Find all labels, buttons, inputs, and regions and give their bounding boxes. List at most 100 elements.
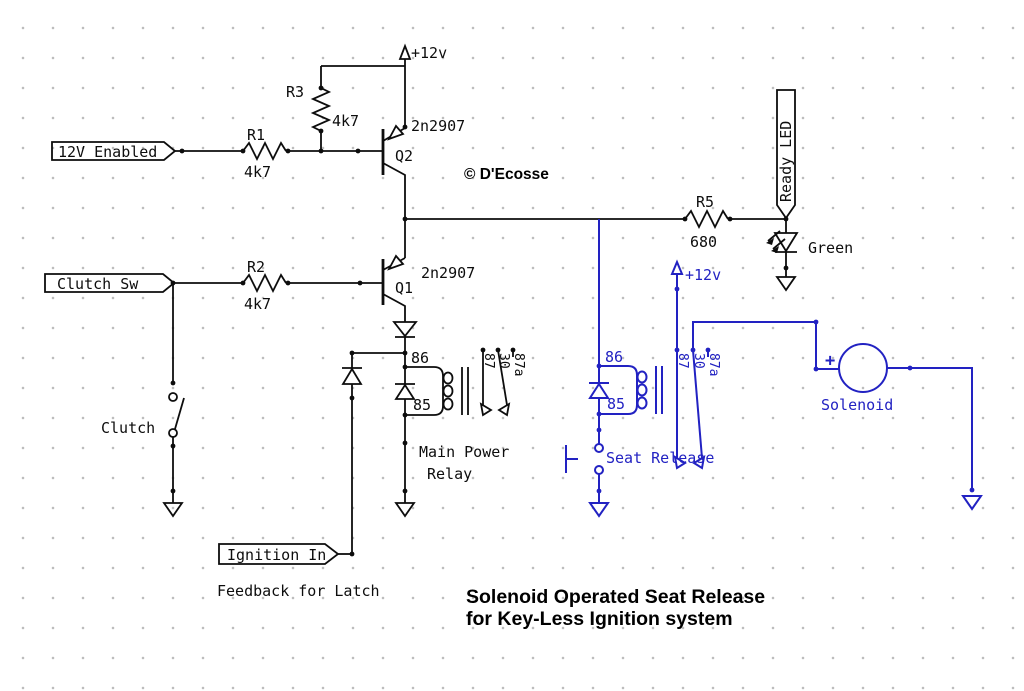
series-diode: [392, 321, 418, 353]
copyright-text: © D'Ecosse: [464, 166, 549, 183]
diode-triangle-icon: [392, 321, 418, 338]
flyback-diode-icon: [588, 382, 610, 399]
resistor-r1: R1 4k7: [175, 126, 383, 181]
coil-loop: [442, 384, 454, 398]
relay-main-label1: Main Power: [419, 443, 509, 461]
r1-value: 4k7: [244, 163, 271, 181]
title-line1: Solenoid Operated Seat Release: [466, 586, 765, 608]
solenoid-branch: + Solenoid: [692, 321, 983, 511]
contact-blade: [497, 349, 508, 406]
coil-loop: [636, 383, 648, 397]
transistor-q2: 2n2907 Q2: [381, 117, 465, 219]
solenoid-plus-sign: +: [825, 351, 835, 371]
power-12v-main: +12v: [321, 43, 447, 127]
q1-part: 2n2907: [421, 264, 475, 282]
q2-name: Q2: [395, 147, 413, 165]
r5-name: R5: [696, 193, 714, 211]
solenoid-label: Solenoid: [821, 396, 893, 414]
flag-12v-enabled-label: 12V Enabled: [58, 143, 157, 161]
resistor-r5: R5 680: [684, 193, 786, 251]
coil-loop: [442, 371, 454, 385]
transistor-q1: 2n2907 Q1: [381, 219, 475, 322]
coil-loop: [636, 370, 648, 384]
contact-arrow-icon: [479, 402, 493, 417]
ground-icon: [775, 276, 797, 292]
power-12v-seat: +12v: [670, 259, 721, 350]
flag-ready-led: Ready LED: [776, 89, 796, 220]
flag-outline: [218, 543, 340, 565]
relay-seat-pin86: 86: [605, 348, 623, 366]
diode-triangle-icon: [341, 367, 363, 385]
switch-contact: [168, 392, 178, 402]
junction-dots-black: [170, 85, 789, 557]
supply-label: +12v: [685, 266, 721, 284]
title-line2: for Key-Less Ignition system: [466, 608, 733, 630]
switch-blade: [174, 397, 185, 430]
relay-seat: 86 85 87 30 87a: [588, 348, 721, 470]
feedback-note: Feedback for Latch: [217, 582, 380, 600]
flag-outline: [44, 273, 176, 293]
led-emission-arrow-icon: [766, 238, 774, 245]
ground-icon: [961, 495, 983, 511]
coil-loop: [636, 396, 648, 410]
relay-main-label2: Relay: [427, 465, 472, 483]
seat-release-label: Seat Release: [606, 449, 714, 467]
led-emission-arrow-icon: [771, 246, 779, 253]
relay-seat-pin87: 87: [675, 353, 690, 369]
junction-dots-blue: [596, 286, 975, 494]
r5-value: 680: [690, 233, 717, 251]
switch-contact: [168, 428, 178, 438]
flag-clutch-sw-label: Clutch Sw: [57, 275, 139, 293]
q2-part: 2n2907: [411, 117, 465, 135]
flag-outline: [51, 141, 177, 161]
switch-contact: [594, 465, 604, 475]
led-green: Green: [766, 218, 853, 292]
resistor-r2: R2 4k7: [174, 258, 383, 313]
contact-arrow-icon: [673, 455, 687, 470]
coil-loop: [442, 397, 454, 411]
contact-arrow-icon: [497, 402, 511, 417]
relay-main: 86 85 87 30 87a Main Power Relay: [394, 349, 526, 518]
relay-seat-pin30: 30: [691, 353, 706, 369]
flag-outline: [776, 89, 796, 220]
seat-release-circuit: 86 85 87 30 87a +12v Seat Release: [565, 219, 983, 518]
relay-seat-pin87a: 87a: [706, 353, 721, 376]
flag-ignition-in: Ignition In: [218, 543, 352, 565]
seat-release-button: Seat Release: [565, 414, 714, 518]
contact-blade: [692, 349, 703, 459]
ground-icon: [394, 502, 416, 518]
flag-ignition-in-label: Ignition In: [227, 546, 326, 564]
feedback-diode: [341, 352, 405, 554]
r3-value: 4k7: [332, 112, 359, 130]
resistor-r3: R3 4k7: [286, 66, 359, 151]
relay-main-pin87: 87: [481, 353, 496, 369]
solenoid-symbol: [838, 343, 888, 393]
r2-value: 4k7: [244, 295, 271, 313]
q1-name: Q1: [395, 279, 413, 297]
relay-main-pin30: 30: [496, 353, 511, 369]
led-color-label: Green: [808, 239, 853, 257]
r2-name: R2: [247, 258, 265, 276]
r3-name: R3: [286, 83, 304, 101]
relay-main-pin87a: 87a: [511, 353, 526, 376]
supply-arrow-icon: [670, 259, 684, 275]
flag-12v-enabled: 12V Enabled: [51, 141, 177, 161]
ground-icon: [588, 502, 610, 518]
relay-main-pin86: 86: [411, 349, 429, 367]
flag-clutch-sw: Clutch Sw: [44, 273, 176, 293]
flyback-diode-icon: [394, 383, 416, 400]
clutch-switch: Clutch: [101, 283, 185, 518]
relay-main-pin85: 85: [413, 396, 431, 414]
q2-emitter-arrow-icon: [387, 124, 405, 141]
r1-name: R1: [247, 126, 265, 144]
supply-label: +12v: [411, 44, 447, 62]
relay-seat-pin85: 85: [607, 395, 625, 413]
switch-contact: [594, 443, 604, 453]
supply-arrow-icon: [398, 43, 412, 60]
q1-emitter-arrow-icon: [387, 254, 405, 271]
title-block: Solenoid Operated Seat Release for Key-L…: [466, 586, 765, 630]
flag-ready-led-label: Ready LED: [777, 121, 795, 202]
contact-arrow-icon: [692, 455, 706, 470]
